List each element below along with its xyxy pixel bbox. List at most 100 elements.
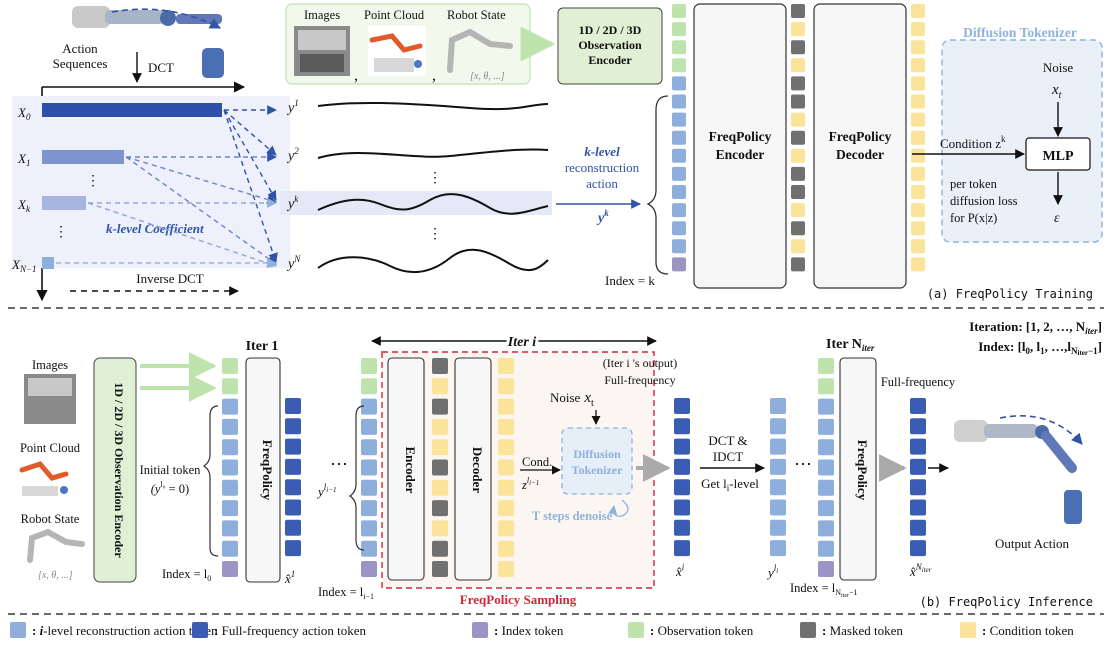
output-action-label: Output Action <box>995 536 1070 551</box>
cond-token <box>498 540 514 557</box>
inf-sampling-latent-tokens <box>432 358 448 577</box>
ellipsis-1: ⋯ <box>330 454 348 474</box>
cond-token <box>791 239 805 254</box>
full-token <box>910 398 926 414</box>
condition-label: Condition zk <box>940 134 1006 151</box>
freqpolicy-iter1-label: FreqPolicy <box>260 440 275 501</box>
recon-token <box>770 418 786 435</box>
full-frequency-label: Full-frequency <box>604 373 675 387</box>
freqpolicy-sampling-label: FreqPolicy Sampling <box>460 592 577 607</box>
recon-token <box>770 499 786 516</box>
obs-token <box>672 40 686 55</box>
full-token <box>674 540 690 557</box>
index-token <box>818 561 834 577</box>
cond-token <box>911 76 925 91</box>
recon-token <box>818 398 834 415</box>
recon-token <box>770 519 786 536</box>
recon-token <box>672 221 686 236</box>
freqpolicy-iter-n-label: FreqPolicy <box>855 440 870 501</box>
recon-token <box>672 166 686 181</box>
recon-token <box>818 540 834 557</box>
y-l-i-label: yli <box>766 563 778 580</box>
coef-label-0: X0 <box>17 105 31 122</box>
inf-observation-encoder-box <box>93 357 137 583</box>
cond-token <box>791 203 805 218</box>
state-vector-text: [x, θ, ...] <box>470 71 505 82</box>
mlp-box <box>1025 137 1091 171</box>
coef-bar-k <box>42 196 86 210</box>
cond-token <box>432 418 448 435</box>
cond-token <box>911 148 925 163</box>
recon-token <box>818 479 834 496</box>
full-token <box>674 438 690 455</box>
inf-iter-i-output-tokens <box>674 398 690 557</box>
token-column-condition <box>911 4 925 272</box>
freqpolicy-iter-n-box <box>839 357 877 581</box>
cond-token <box>498 439 514 456</box>
obs-token <box>818 358 834 374</box>
y-label-n: yN <box>286 254 301 272</box>
recon-token <box>222 418 238 435</box>
recon-token <box>672 76 686 91</box>
dct-idct-label: DCT &IDCT <box>708 433 747 464</box>
full-token <box>285 499 301 516</box>
token-column-latent <box>791 4 805 272</box>
legend-swatch-index <box>472 622 488 638</box>
masked-token <box>432 561 448 577</box>
obs-token <box>222 378 238 395</box>
cond-token <box>498 358 514 374</box>
recon-token <box>818 439 834 456</box>
coef-label-1: X1 <box>17 151 30 168</box>
recon-token <box>818 418 834 435</box>
cond-token <box>432 378 448 395</box>
legend-swatch-full <box>192 622 208 638</box>
cond-token <box>498 520 514 537</box>
initial-token-label: Initial token <box>140 463 201 477</box>
masked-token <box>432 398 448 415</box>
inverse-dct-label: Inverse DCT <box>136 271 204 286</box>
legend-label-masked: : Masked token <box>822 623 903 638</box>
y-k-label: yk <box>596 208 609 226</box>
cond-token <box>432 520 448 537</box>
get-level-label: Get li-level <box>701 476 759 493</box>
masked-token <box>791 40 805 55</box>
inf-point-cloud-thumbnail <box>19 461 69 496</box>
cond-token <box>791 148 805 163</box>
full-token <box>285 418 301 435</box>
cond-label: Cond. <box>522 455 552 469</box>
y-label-2: y2 <box>286 146 299 164</box>
coef-vdots-2: ⋮ <box>54 225 68 240</box>
cond-z-label: zli−1 <box>521 476 539 492</box>
cond-token <box>911 221 925 236</box>
recon-token <box>361 418 377 435</box>
inf-iter-i-input-tokens <box>361 358 377 577</box>
legend-swatch-masked <box>800 622 816 638</box>
legend-label-obs: : Observation token <box>650 623 754 638</box>
x-hat-n-label: x̂Niter <box>909 562 932 579</box>
masked-token <box>791 185 805 199</box>
obs-token <box>672 22 686 37</box>
comma-2: , <box>432 67 436 84</box>
recon-token <box>361 439 377 456</box>
full-token <box>910 499 926 516</box>
iter-n-label: Iter Niter <box>826 337 875 353</box>
recon-token <box>770 438 786 455</box>
recon-token <box>361 398 377 415</box>
cond-token <box>911 22 925 37</box>
cond-token <box>911 112 925 127</box>
cond-token <box>432 479 448 496</box>
cond-token <box>911 257 925 272</box>
recon-token <box>672 239 686 254</box>
masked-token <box>791 257 805 272</box>
inf-iter1-input-tokens <box>222 358 238 577</box>
inf-iter-n-input-tokens <box>818 358 834 577</box>
inf-observation-encoder-label: 1D / 2D / 3D Observation Encoder <box>112 382 126 558</box>
masked-token <box>791 166 805 181</box>
cond-token <box>791 58 805 73</box>
full-token <box>910 519 926 536</box>
masked-token <box>432 459 448 476</box>
masked-token <box>432 540 448 557</box>
